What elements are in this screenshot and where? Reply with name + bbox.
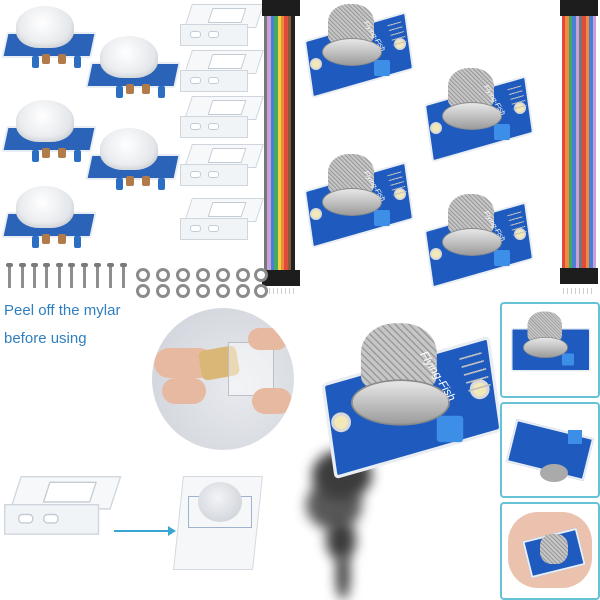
acrylic-bracket-3 bbox=[180, 96, 264, 138]
acrylic-bracket-1 bbox=[180, 4, 264, 46]
pir-sensor-2 bbox=[85, 36, 181, 98]
peel-mylar-photo bbox=[152, 308, 294, 450]
pir-sensor-4 bbox=[85, 128, 181, 190]
mq-gas-sensor-4: Flying-Fish bbox=[422, 192, 535, 289]
inset-sensor-in-hand bbox=[500, 502, 600, 600]
mq-gas-sensor-2: Flying-Fish bbox=[422, 66, 535, 163]
jumper-cable-bundle-2 bbox=[560, 0, 598, 300]
arrow-right-icon bbox=[114, 526, 176, 536]
empty-bracket-large bbox=[4, 476, 122, 535]
instruction-line-1: Peel off the mylar bbox=[4, 302, 121, 319]
acrylic-bracket-2 bbox=[180, 50, 264, 92]
jumper-cable-bundle-1 bbox=[262, 0, 300, 300]
pir-sensor-5 bbox=[1, 186, 97, 248]
smoke-plume bbox=[302, 440, 382, 600]
inset-sensor-bottom-view bbox=[500, 402, 600, 498]
inset-sensor-top-view bbox=[500, 302, 600, 398]
mq-gas-sensor-3: Flying-Fish bbox=[302, 152, 415, 249]
assembled-pir-in-bracket bbox=[173, 466, 264, 576]
acrylic-bracket-4 bbox=[180, 144, 264, 186]
pir-sensor-1 bbox=[1, 6, 97, 68]
instruction-line-2: before using bbox=[4, 330, 87, 347]
mq-gas-sensor-1: Flying-Fish bbox=[302, 2, 415, 99]
mq-gas-sensor-large: Flying-Fish bbox=[318, 320, 503, 480]
acrylic-bracket-5 bbox=[180, 198, 264, 240]
pir-sensor-3 bbox=[1, 100, 97, 162]
